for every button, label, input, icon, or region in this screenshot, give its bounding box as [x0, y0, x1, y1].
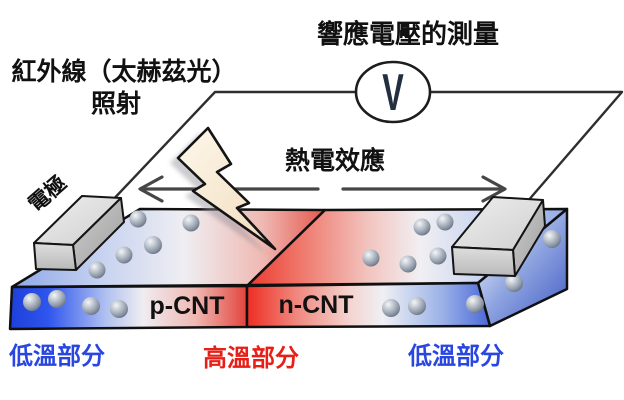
- carrier-sphere: [48, 290, 66, 308]
- carrier-sphere: [399, 255, 417, 273]
- electrode-label: 電極: [24, 171, 71, 217]
- carrier-sphere: [23, 293, 41, 311]
- n-cnt-label: n-CNT: [279, 291, 354, 319]
- measurement-label: 響應電壓的測量: [317, 19, 499, 49]
- carrier-sphere: [505, 274, 523, 292]
- carrier-sphere: [408, 297, 426, 315]
- carrier-sphere: [144, 236, 162, 254]
- irradiation-label-line1: 紅外線（太赫茲光）: [11, 57, 236, 86]
- carrier-sphere: [110, 300, 128, 318]
- carrier-sphere: [382, 299, 400, 317]
- thermoelectric-effect-label: 熱電效應: [285, 146, 385, 175]
- right-electrode: [451, 196, 546, 277]
- irradiation-label-line2: 照射: [91, 90, 141, 118]
- carrier-spheres: [23, 210, 561, 318]
- left-electrode: [33, 195, 125, 271]
- carrier-sphere: [362, 249, 380, 267]
- carrier-sphere: [466, 295, 484, 313]
- right-electrode-front: [451, 246, 516, 277]
- n-cnt-front-face: [245, 281, 492, 329]
- cold-left-label: 低溫部分: [8, 342, 105, 370]
- carrier-sphere: [115, 246, 133, 264]
- carrier-sphere: [129, 210, 147, 228]
- hot-center-label: 高溫部分: [203, 344, 299, 372]
- voltmeter-symbol: V: [382, 64, 404, 122]
- carrier-sphere: [543, 230, 561, 248]
- carrier-sphere: [88, 261, 106, 279]
- carrier-sphere: [429, 247, 447, 265]
- carrier-sphere: [82, 297, 100, 315]
- left-electrode-front: [33, 242, 77, 271]
- carrier-sphere: [436, 213, 454, 231]
- voltmeter-icon: V: [354, 60, 432, 124]
- p-cnt-label: p-CNT: [150, 292, 225, 320]
- heat-flow-arrow-right-icon: [341, 175, 507, 203]
- carrier-sphere: [413, 218, 431, 236]
- carrier-sphere: [182, 214, 200, 232]
- cold-right-label: 低溫部分: [407, 342, 504, 370]
- lightning-bolt-icon: [176, 126, 277, 251]
